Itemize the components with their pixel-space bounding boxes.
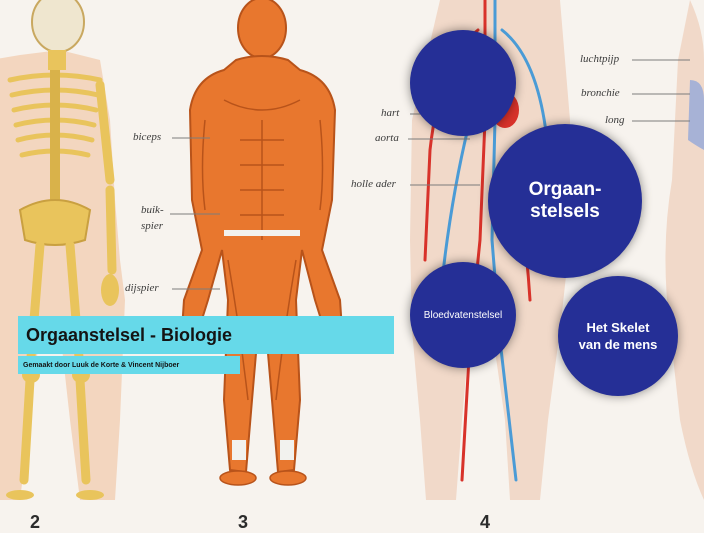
muscle-figure <box>180 0 344 486</box>
label-biceps: biceps <box>133 131 162 143</box>
presentation-title: Orgaanstelsel - Biologie <box>26 324 233 345</box>
skeleton-figure <box>0 0 125 500</box>
label-holle-ader: holle ader <box>351 178 396 190</box>
presentation-subtitle: Gemaakt door Luuk de Korte & Vincent Nij… <box>23 361 180 369</box>
label-luchtpijp: luchtpijp <box>580 53 620 65</box>
topic-blood-label: Bloedvatenstelsel <box>423 309 503 321</box>
label-buikspier: buik- spier <box>141 204 164 232</box>
figure-number-3: 3 <box>238 512 249 532</box>
topic-circle-bloedvatenstelsel[interactable]: Bloedvatenstelsel <box>410 262 516 368</box>
label-long: long <box>605 114 625 126</box>
lung-figure <box>665 0 704 500</box>
figure-number-4: 4 <box>480 512 491 532</box>
label-hart: hart <box>381 107 400 119</box>
topic-center-label: Orgaan- stelsels <box>528 179 602 222</box>
title-bar: Orgaanstelsel - Biologie <box>18 316 394 354</box>
label-dijspier: dijspier <box>125 282 159 294</box>
topic-circle-skelet[interactable]: Het Skelet van de mens <box>558 276 678 396</box>
label-bronchie: bronchie <box>581 87 620 99</box>
subtitle-bar: Gemaakt door Luuk de Korte & Vincent Nij… <box>18 356 240 374</box>
topic-circle-orgaanstelsels[interactable]: Orgaan- stelsels <box>488 124 642 278</box>
figure-number-2: 2 <box>30 512 41 532</box>
topic-skeleton-label: Het Skelet van de mens <box>578 320 658 352</box>
topic-circle-empty[interactable] <box>410 30 516 136</box>
label-aorta: aorta <box>375 132 399 144</box>
